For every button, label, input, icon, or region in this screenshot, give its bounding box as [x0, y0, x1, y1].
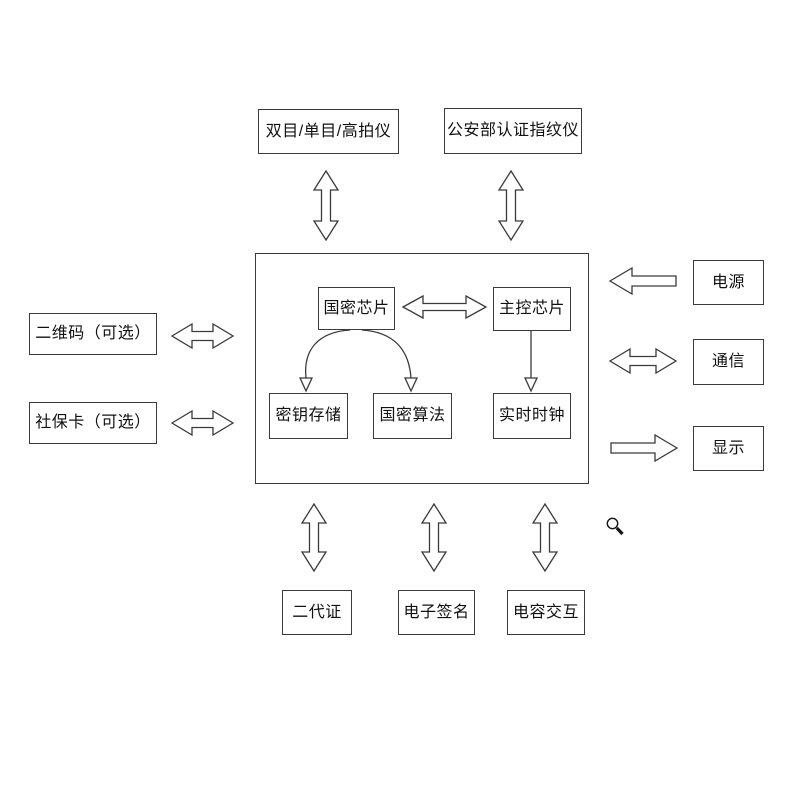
node-communication-label: 通信 — [711, 353, 745, 370]
node-main-chip-label: 主控芯片 — [498, 300, 565, 317]
wire-cryptochip-keystorage — [304, 329, 351, 379]
arrow-esignature-core — [420, 502, 448, 573]
arrow-power-core — [608, 266, 677, 296]
wire-cryptochip-algorithm — [361, 329, 412, 379]
node-capacitive-touch: 电容交互 — [507, 590, 585, 635]
arrow-comm-core — [608, 347, 678, 375]
node-main-chip: 主控芯片 — [493, 287, 571, 331]
node-power-label: 电源 — [711, 273, 745, 291]
arrowhead-keystorage — [298, 377, 314, 393]
arrow-socialcard-core — [170, 409, 235, 437]
node-fingerprint-reader: 公安部认证指纹仪 — [444, 108, 582, 154]
node-power: 电源 — [693, 260, 764, 305]
node-e-signature: 电子签名 — [398, 590, 475, 635]
node-display-label: 显示 — [711, 439, 745, 457]
node-crypto-chip-label: 国密芯片 — [323, 299, 390, 317]
node-social-security-card: 社保卡（可选） — [29, 402, 157, 444]
node-id-card: 二代证 — [282, 590, 352, 635]
node-qr-code-label: 二维码（可选） — [35, 325, 151, 342]
node-key-storage-label: 密钥存储 — [275, 407, 342, 424]
node-rtc-label: 实时时钟 — [498, 407, 565, 424]
node-crypto-chip: 国密芯片 — [318, 287, 395, 330]
node-qr-code: 二维码（可选） — [29, 313, 157, 355]
node-social-security-card-label: 社保卡（可选） — [35, 414, 151, 431]
node-id-card-label: 二代证 — [292, 603, 342, 621]
arrow-fingerprint-core — [497, 169, 525, 242]
node-crypto-algorithm: 国密算法 — [373, 393, 452, 439]
arrow-scanner-core — [312, 169, 340, 242]
arrow-idcard-core — [300, 502, 328, 573]
core-module-box — [255, 253, 589, 484]
node-scanner-label: 双目/单目/高拍仪 — [265, 122, 392, 140]
node-capacitive-touch-label: 电容交互 — [512, 603, 579, 621]
node-display: 显示 — [693, 426, 764, 471]
arrow-qrcode-core — [170, 322, 235, 350]
node-crypto-algorithm-label: 国密算法 — [379, 407, 446, 424]
arrow-core-display — [610, 433, 679, 463]
node-key-storage: 密钥存储 — [269, 393, 348, 439]
node-scanner: 双目/单目/高拍仪 — [258, 109, 399, 154]
arrowhead-algorithm — [403, 377, 419, 393]
arrow-cryptochip-mainchip — [401, 294, 488, 320]
arrowhead-rtc — [523, 377, 539, 393]
node-fingerprint-reader-label: 公安部认证指纹仪 — [446, 122, 579, 139]
search-icon — [606, 517, 624, 536]
node-communication: 通信 — [693, 339, 764, 385]
arrow-capacitive-core — [531, 502, 559, 573]
node-e-signature-label: 电子签名 — [403, 603, 470, 621]
node-rtc: 实时时钟 — [493, 393, 571, 439]
